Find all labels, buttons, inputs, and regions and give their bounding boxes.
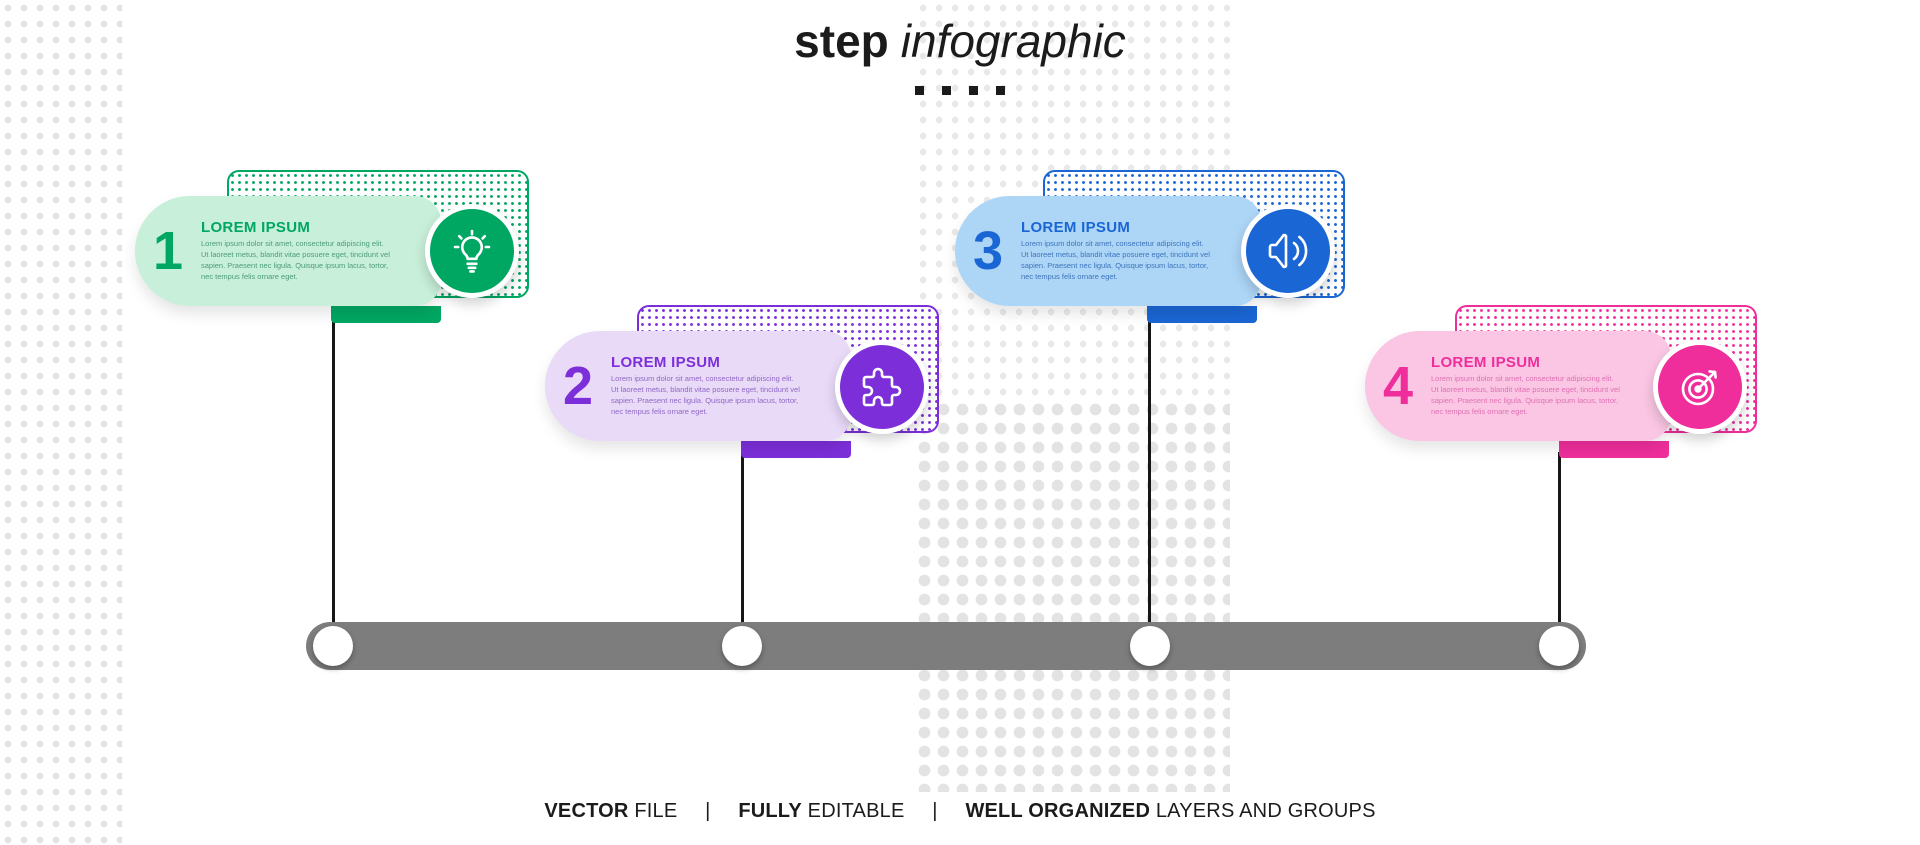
footer-item-well-organized: WELL ORGANIZED LAYERS AND GROUPS	[965, 800, 1375, 822]
title-word-infographic: infographic	[900, 15, 1126, 67]
megaphone-icon	[1268, 233, 1308, 269]
step-3-card: 3 LOREM IPSUM Lorem ipsum dolor sit amet…	[955, 196, 1261, 306]
step-text-block: LOREM IPSUM Lorem ipsum dolor sit amet, …	[1431, 354, 1631, 418]
step-1-card: 1 LOREM IPSUM Lorem ipsum dolor sit amet…	[135, 196, 441, 306]
step-heading: LOREM IPSUM	[1021, 219, 1131, 237]
footer-caption: VECTOR FILE | FULLY EDITABLE | WELL ORGA…	[0, 800, 1920, 823]
title-dot	[942, 86, 951, 95]
step-number: 3	[972, 221, 1004, 281]
footer-item-fully-editable: FULLY EDITABLE	[738, 800, 904, 822]
title-word-step: step	[794, 15, 889, 67]
step-text-block: LOREM IPSUM Lorem ipsum dolor sit amet, …	[1021, 219, 1221, 283]
step-4-connector-line	[1558, 452, 1561, 646]
footer-item-vector-file: VECTOR FILE	[544, 800, 677, 822]
footer-bold-text: VECTOR	[544, 800, 629, 822]
halftone-pattern-left	[0, 0, 122, 845]
step-4-icon-badge	[1653, 340, 1747, 434]
step-number: 4	[1382, 356, 1414, 416]
step-text-block: LOREM IPSUM Lorem ipsum dolor sit amet, …	[201, 219, 401, 283]
timeline-bar	[306, 622, 1586, 670]
puzzle-icon	[862, 367, 902, 407]
step-1-tab	[331, 306, 441, 323]
step-2-icon-badge	[835, 340, 929, 434]
footer-regular-text: LAYERS AND GROUPS	[1150, 800, 1376, 822]
title-dot	[969, 86, 978, 95]
step-number: 1	[152, 221, 184, 281]
step-heading: LOREM IPSUM	[201, 219, 311, 237]
step-4-tab	[1559, 441, 1669, 458]
footer-regular-text: FILE	[628, 800, 678, 822]
step-heading: LOREM IPSUM	[611, 354, 721, 372]
step-body-text: Lorem ipsum dolor sit amet, consectetur …	[1431, 374, 1620, 416]
footer-regular-text: EDITABLE	[801, 800, 905, 822]
timeline-node-4	[1539, 626, 1579, 666]
timeline-node-3	[1130, 626, 1170, 666]
footer-separator: |	[932, 800, 938, 822]
step-3-connector-line	[1148, 318, 1151, 646]
footer-bold-text: WELL ORGANIZED	[965, 800, 1151, 822]
step-2-tab	[741, 441, 851, 458]
footer-separator: |	[705, 800, 711, 822]
halftone-pattern-center-bottom	[915, 400, 1230, 792]
title-dot	[996, 86, 1005, 95]
step-2-card: 2 LOREM IPSUM Lorem ipsum dolor sit amet…	[545, 331, 851, 441]
title-dots-decoration	[0, 86, 1920, 95]
step-4-card: 4 LOREM IPSUM Lorem ipsum dolor sit amet…	[1365, 331, 1671, 441]
timeline-node-2	[722, 626, 762, 666]
title-dot	[915, 86, 924, 95]
step-1-icon-badge	[425, 204, 519, 298]
step-body-text: Lorem ipsum dolor sit amet, consectetur …	[611, 374, 800, 416]
step-1-connector-line	[332, 318, 335, 646]
step-heading: LOREM IPSUM	[1431, 354, 1541, 372]
step-3-icon-badge	[1241, 204, 1335, 298]
timeline-node-1	[313, 626, 353, 666]
step-2-connector-line	[741, 452, 744, 646]
step-3-tab	[1147, 306, 1257, 323]
step-text-block: LOREM IPSUM Lorem ipsum dolor sit amet, …	[611, 354, 811, 418]
step-body-text: Lorem ipsum dolor sit amet, consectetur …	[201, 239, 390, 281]
target-icon	[1681, 370, 1717, 406]
step-number: 2	[562, 356, 594, 416]
step-body-text: Lorem ipsum dolor sit amet, consectetur …	[1021, 239, 1210, 281]
lightbulb-icon	[453, 229, 491, 273]
footer-bold-text: FULLY	[738, 800, 802, 822]
